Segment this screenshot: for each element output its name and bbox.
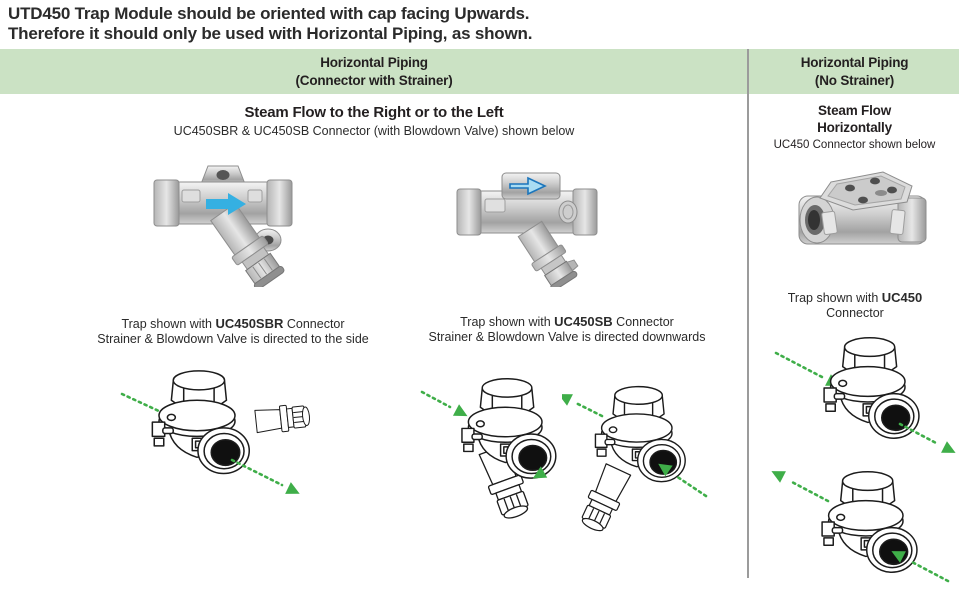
blue-flow-right-arrow-outline-icon — [509, 176, 547, 196]
steam-flow-out-arrow-icon — [230, 458, 284, 487]
uc450sb-connector-photo — [456, 172, 598, 287]
steam-flow-title-right: Steam Flow Horizontally — [750, 103, 959, 137]
trap-drawing-uc450sb-flow-right — [420, 378, 557, 523]
trap-caption-uc450sbr: Trap shown with UC450SBR Connector Strai… — [63, 316, 403, 348]
header-right-line-1: Horizontal Piping — [800, 54, 909, 70]
blue-flow-right-arrow-icon — [206, 193, 246, 215]
steam-flow-out-arrow-icon — [898, 422, 940, 446]
caption-prefix: Trap shown with — [460, 315, 555, 329]
steam-flow-in-arrow-icon — [908, 559, 950, 583]
caption-line-1: Trap shown with UC450 — [755, 290, 955, 306]
column-divider — [747, 49, 749, 578]
caption-line-1: Trap shown with UC450SB Connector — [397, 314, 737, 330]
section-header-left: Horizontal Piping (Connector with Strain… — [0, 49, 748, 94]
steam-flow-in-arrow-icon — [120, 392, 176, 420]
steam-flow-in-arrow-icon — [674, 474, 708, 498]
trap-drawing-uc450sbr — [120, 370, 312, 500]
steam-flow-out-arrow-icon — [788, 479, 830, 503]
caption-line-1: Trap shown with UC450SBR Connector — [63, 316, 403, 332]
uc450sbr-connector-photo — [153, 165, 293, 287]
steam-flow-title-left: Steam Flow to the Right or to the Left — [244, 104, 504, 121]
caption-suffix: Connector — [283, 317, 345, 331]
uc450-connector-photo — [798, 171, 927, 245]
connector-subtitle-left: UC450SBR & UC450SB Connector (with Blowd… — [173, 124, 575, 138]
caption-suffix: Connector — [612, 315, 674, 329]
section-header-bar — [0, 49, 959, 94]
header-left-line-1: Horizontal Piping — [320, 54, 428, 70]
caption-line-2: Strainer & Blowdown Valve is directed to… — [97, 332, 369, 347]
header-left-line-2: (Connector with Strainer) — [295, 72, 453, 88]
connector-subtitle-right: UC450 Connector shown below — [773, 139, 936, 151]
header-right-line-2: (No Strainer) — [814, 72, 895, 88]
caption-model: UC450 — [881, 290, 923, 305]
trap-caption-uc450: Trap shown with UC450 Connector — [755, 290, 955, 322]
orientation-note: UTD450 Trap Module should be oriented wi… — [8, 4, 648, 45]
steam-flow-in-arrow-icon — [774, 351, 824, 379]
caption-line-2: Strainer & Blowdown Valve is directed do… — [428, 330, 706, 345]
trap-drawing-uc450sb-flow-left — [562, 385, 708, 532]
caption-model: UC450SBR — [215, 316, 284, 331]
caption-prefix: Trap shown with — [787, 291, 882, 305]
caption-model: UC450SB — [554, 314, 613, 329]
note-line-1: UTD450 Trap Module should be oriented wi… — [8, 4, 530, 23]
right-title-line-1: Steam Flow — [817, 103, 891, 118]
right-title-line-2: Horizontally — [817, 119, 892, 135]
trap-drawing-uc450-flow-right — [774, 337, 956, 459]
note-line-2: Therefore it should only be used with Ho… — [8, 24, 533, 44]
steam-flow-out-arrow-icon — [574, 401, 604, 418]
caption-prefix: Trap shown with — [121, 317, 216, 331]
section-header-right: Horizontal Piping (No Strainer) — [750, 49, 959, 94]
caption-line-2: Connector — [826, 306, 884, 321]
trap-caption-uc450sb: Trap shown with UC450SB Connector Strain… — [397, 314, 737, 346]
steam-flow-in-arrow-icon — [420, 390, 452, 409]
trap-drawing-uc450-flow-left — [770, 465, 950, 583]
